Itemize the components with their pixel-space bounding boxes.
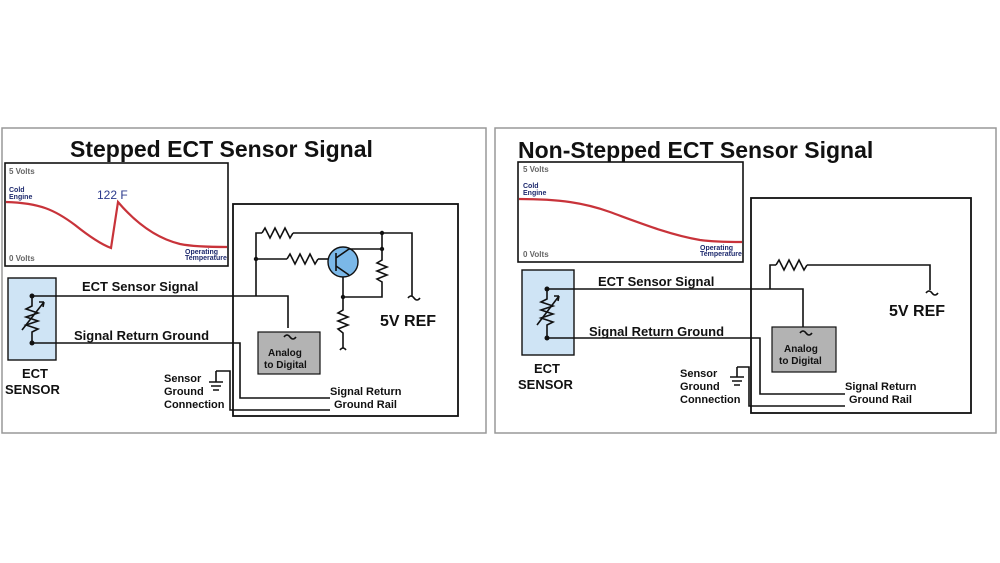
left-sensor-label-1: ECT (22, 366, 48, 381)
right-graph-end-label-1: Operating (700, 245, 733, 252)
left-junction-3 (379, 246, 385, 252)
right-pullup-branch-wire (769, 264, 776, 289)
left-pcm-box (232, 203, 459, 417)
left-bottom-terminal (339, 347, 347, 351)
left-ref-terminal (407, 295, 421, 301)
right-signal-label: ECT Sensor Signal (598, 274, 714, 289)
right-adc-input-icon (799, 330, 813, 336)
left-thermistor-symbol (23, 296, 41, 343)
left-return-wire (32, 342, 330, 399)
left-resistor-top (261, 226, 294, 240)
right-resistor-pullup (775, 258, 808, 272)
right-thermistor-arrow (536, 295, 560, 326)
right-return-label: Signal Return Ground (589, 324, 724, 339)
right-ect-sensor: ECT SENSOR (518, 269, 575, 392)
left-graph-top-label: 5 Volts (9, 167, 35, 176)
left-graph-start-label-1: Cold (9, 187, 25, 194)
right-return-wire (547, 337, 845, 395)
right-pcm-box (750, 197, 972, 414)
left-rail-label-2: Ground Rail (334, 399, 397, 411)
right-adc-box (771, 326, 837, 373)
left-ground-symbol (209, 371, 223, 391)
right-sensor-label-1: ECT (534, 361, 560, 376)
left-adc-label-2: to Digital (264, 360, 307, 371)
right-signal-graph: 5 Volts 0 Volts Cold Engine Operating Te… (517, 161, 744, 263)
right-graph-bottom-label: 0 Volts (523, 250, 549, 259)
right-graph-frame (517, 161, 744, 263)
left-adc-input-icon (283, 334, 297, 340)
right-ref-terminal (925, 290, 939, 296)
right-rail-label-1: Signal Return (845, 381, 917, 393)
left-panel: Stepped ECT Sensor Signal 5 Volts 0 Volt… (1, 127, 487, 434)
left-return-label: Signal Return Ground (74, 328, 209, 343)
right-panel: Non-Stepped ECT Sensor Signal 5 Volts 0 … (494, 127, 997, 434)
left-adc-label-1: Analog (268, 348, 302, 359)
left-signal-graph: 5 Volts 0 Volts Cold Engine Operating Te… (4, 162, 229, 267)
left-resistor-bottom (335, 297, 351, 348)
left-adc-box (257, 331, 321, 375)
right-graph-curve (518, 197, 743, 244)
left-transistor (327, 246, 359, 278)
left-ground-label-1: Sensor (164, 373, 202, 385)
left-graph-start-label-2: Engine (9, 194, 32, 201)
right-adc-label-1: Analog (784, 344, 818, 355)
left-graph-end-label-2: Temperature (185, 255, 227, 262)
left-ect-sensor: ECT SENSOR (5, 277, 61, 397)
left-signal-label: ECT Sensor Signal (82, 279, 198, 294)
right-graph-top-label: 5 Volts (523, 165, 549, 174)
right-ref-label: 5V REF (889, 303, 945, 320)
right-ground-label-2: Ground (680, 381, 720, 393)
left-ground-wire (216, 370, 330, 411)
right-ground-label-3: Connection (680, 394, 741, 406)
left-signal-wire (32, 295, 289, 328)
right-graph-end-label-2: Temperature (700, 251, 742, 258)
right-ground-wire (737, 366, 845, 407)
left-ground-label-2: Ground (164, 386, 204, 398)
left-junction-4 (340, 294, 346, 300)
left-resistor-right (342, 249, 390, 298)
right-graph-start-label-2: Engine (523, 190, 546, 197)
left-graph-bottom-label: 0 Volts (9, 254, 35, 263)
right-rail-label-2: Ground Rail (849, 394, 912, 406)
left-junction-2 (253, 256, 259, 262)
right-graph-start-label-1: Cold (523, 183, 539, 190)
left-graph-curve (5, 199, 228, 250)
left-sensor-label-2: SENSOR (5, 382, 61, 397)
right-ref-wire (807, 264, 931, 290)
left-top-branch-wire (255, 232, 262, 296)
right-sensor-label-2: SENSOR (518, 377, 574, 392)
right-ground-symbol (730, 367, 744, 386)
right-panel-title: Non-Stepped ECT Sensor Signal (518, 137, 873, 163)
left-thermistor-arrow (21, 301, 45, 331)
right-adc-label-2: to Digital (779, 356, 822, 367)
left-rail-label-1: Signal Return (330, 386, 402, 398)
left-bias-network (253, 226, 421, 351)
left-junction-1 (379, 230, 385, 236)
left-ground-label-3: Connection (164, 399, 225, 411)
left-ref-label: 5V REF (380, 313, 436, 330)
left-transistor-symbol (335, 248, 350, 276)
left-graph-end-label-1: Operating (185, 249, 218, 256)
right-ground-label-1: Sensor (680, 368, 718, 380)
left-ref-wire-top (293, 232, 413, 296)
right-signal-wire (547, 288, 804, 328)
left-panel-title: Stepped ECT Sensor Signal (70, 136, 373, 162)
left-graph-peak-label: 122 F (97, 188, 128, 202)
left-resistor-mid (286, 252, 319, 266)
